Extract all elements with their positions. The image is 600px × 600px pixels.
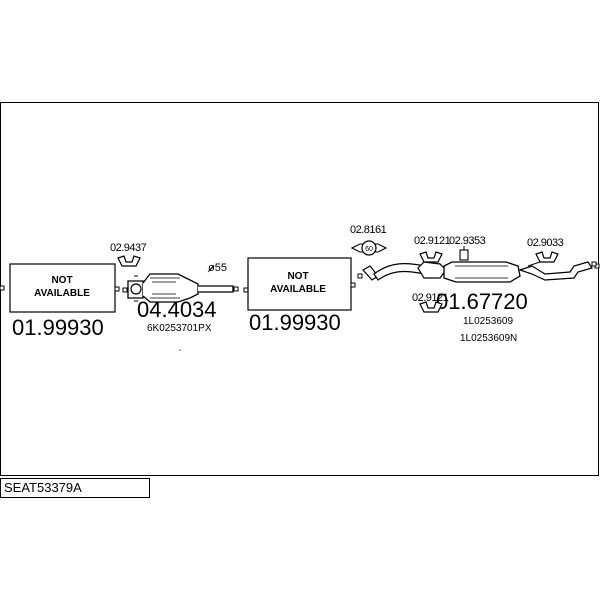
catalyst-code: 04.4034 <box>137 297 217 322</box>
clamp-02-9437[interactable]: 02.9437 <box>110 242 147 267</box>
catalyst-diameter: ø55 <box>208 262 227 274</box>
catalytic-converter[interactable]: ø55 04.4034 6K0253701PX <box>122 262 239 351</box>
mid-na-line2: AVAILABLE <box>270 284 326 295</box>
left-na-line1: NOT <box>51 275 72 286</box>
rear-silencer-ref1: 1L0253609 <box>463 316 513 327</box>
clamp-02-9437-label: 02.9437 <box>110 242 147 254</box>
gasket-02-8161-label: 02.8161 <box>350 224 387 236</box>
left-not-available-part[interactable]: NOT AVAILABLE 01.99930 <box>9 263 120 340</box>
rear-silencer[interactable]: 01.67720 1L0253609 1L0253609N <box>357 261 597 344</box>
gasket-02-8161[interactable]: 02.8161 60 <box>350 224 388 256</box>
clamp-02-9121-b[interactable]: 02.9121 <box>412 292 449 313</box>
clamp-02-9033-label: 02.9033 <box>527 237 564 249</box>
rubber-mount-02-9353-label: 02.9353 <box>449 235 486 247</box>
rear-silencer-code: 01.67720 <box>436 289 528 314</box>
mid-na-line1: NOT <box>287 271 308 282</box>
left-na-code: 01.99930 <box>12 315 104 340</box>
clamp-02-9121-a-label: 02.9121 <box>414 235 451 247</box>
clamp-02-9121-b-label: 02.9121 <box>412 292 449 304</box>
diagram-title-box: SEAT53379A <box>0 478 150 498</box>
mid-na-code: 01.99930 <box>249 310 341 335</box>
catalyst-ref: 6K0253701PX <box>147 323 212 334</box>
left-edge-marker <box>0 285 5 291</box>
left-na-line2: AVAILABLE <box>34 288 90 299</box>
gasket-02-8161-marking: 60 <box>365 246 373 253</box>
clamp-02-9121-a[interactable]: 02.9121 <box>414 235 451 263</box>
rear-silencer-ref2: 1L0253609N <box>460 333 517 344</box>
clamp-02-9033[interactable]: 02.9033 <box>527 237 564 263</box>
rubber-mount-02-9353[interactable]: 02.9353 <box>449 235 486 261</box>
diagram-title: SEAT53379A <box>4 480 82 495</box>
mid-not-available-part[interactable]: NOT AVAILABLE 01.99930 <box>243 257 356 335</box>
